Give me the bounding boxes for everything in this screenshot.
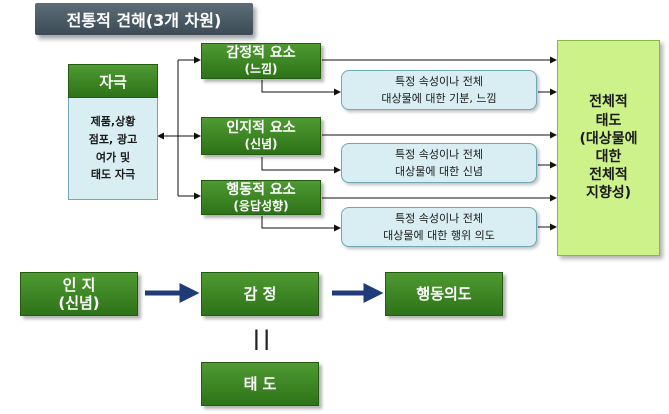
flow-emotion-label: 감 정 [243, 285, 277, 303]
stimulus-line: 여가 및 [95, 150, 131, 164]
stimulus-line: 태도 자극 [90, 168, 136, 182]
description-line: 특정 속성이나 전체 [395, 74, 483, 88]
affective-description: 특정 속성이나 전체 대상물에 대한 기분, 느낌 [341, 70, 537, 110]
overall-line: 태도 [595, 112, 622, 129]
stimulus-details: 제품,상황 점포, 광고 여가 및 태도 자극 [68, 98, 158, 200]
overall-attitude: 전체적 태도 (대상물에 대한 전체적 지향성) [557, 40, 660, 256]
component-sub: (신념) [244, 137, 278, 152]
flow-emotion: 감 정 [201, 272, 319, 316]
flow-attitude-label: 태 도 [243, 375, 277, 393]
flow-behavior-label: 행동의도 [416, 285, 472, 303]
description-line: 대상물에 대한 행위 의도 [383, 229, 495, 242]
description-line: 특정 속성이나 전체 [395, 211, 483, 225]
flow-cognition-sub: (신념) [58, 294, 100, 312]
affective-component: 감정적 요소 (느낌) [201, 43, 321, 79]
flow-attitude: 태 도 [201, 362, 319, 406]
flow-cognition: 인 지 (신념) [20, 272, 138, 316]
component-name: 감정적 요소 [226, 45, 296, 62]
diagram-title: 전통적 견해(3개 차원) [35, 3, 253, 35]
description-line: 대상물에 대한 신념 [395, 165, 483, 178]
component-name: 인지적 요소 [226, 120, 296, 137]
overall-line: 전체적 [589, 94, 628, 111]
flow-behavior: 행동의도 [385, 272, 503, 316]
cognitive-component: 인지적 요소 (신념) [201, 117, 321, 155]
overall-line: 전체적 [589, 167, 628, 184]
cognitive-description: 특정 속성이나 전체 대상물에 대한 신념 [341, 143, 537, 183]
flow-cognition-label: 인 지 [62, 276, 96, 294]
description-line: 특정 속성이나 전체 [395, 147, 483, 161]
overall-line: 지향성) [585, 185, 632, 202]
equals-sign: || [252, 326, 274, 350]
component-sub: (응답성향) [233, 198, 289, 213]
overall-line: (대상물에 [579, 130, 638, 147]
component-sub: (느낌) [244, 62, 278, 77]
stimulus-line: 제품,상황 [90, 115, 136, 129]
stimulus-line: 점포, 광고 [88, 132, 138, 146]
behavioral-description: 특정 속성이나 전체 대상물에 대한 행위 의도 [341, 207, 537, 247]
description-line: 대상물에 대한 기분, 느낌 [381, 92, 497, 105]
component-name: 행동적 요소 [226, 181, 296, 198]
overall-line: 대한 [595, 149, 622, 165]
behavioral-component: 행동적 요소 (응답성향) [201, 180, 321, 215]
stimulus-header: 자극 [68, 64, 158, 98]
